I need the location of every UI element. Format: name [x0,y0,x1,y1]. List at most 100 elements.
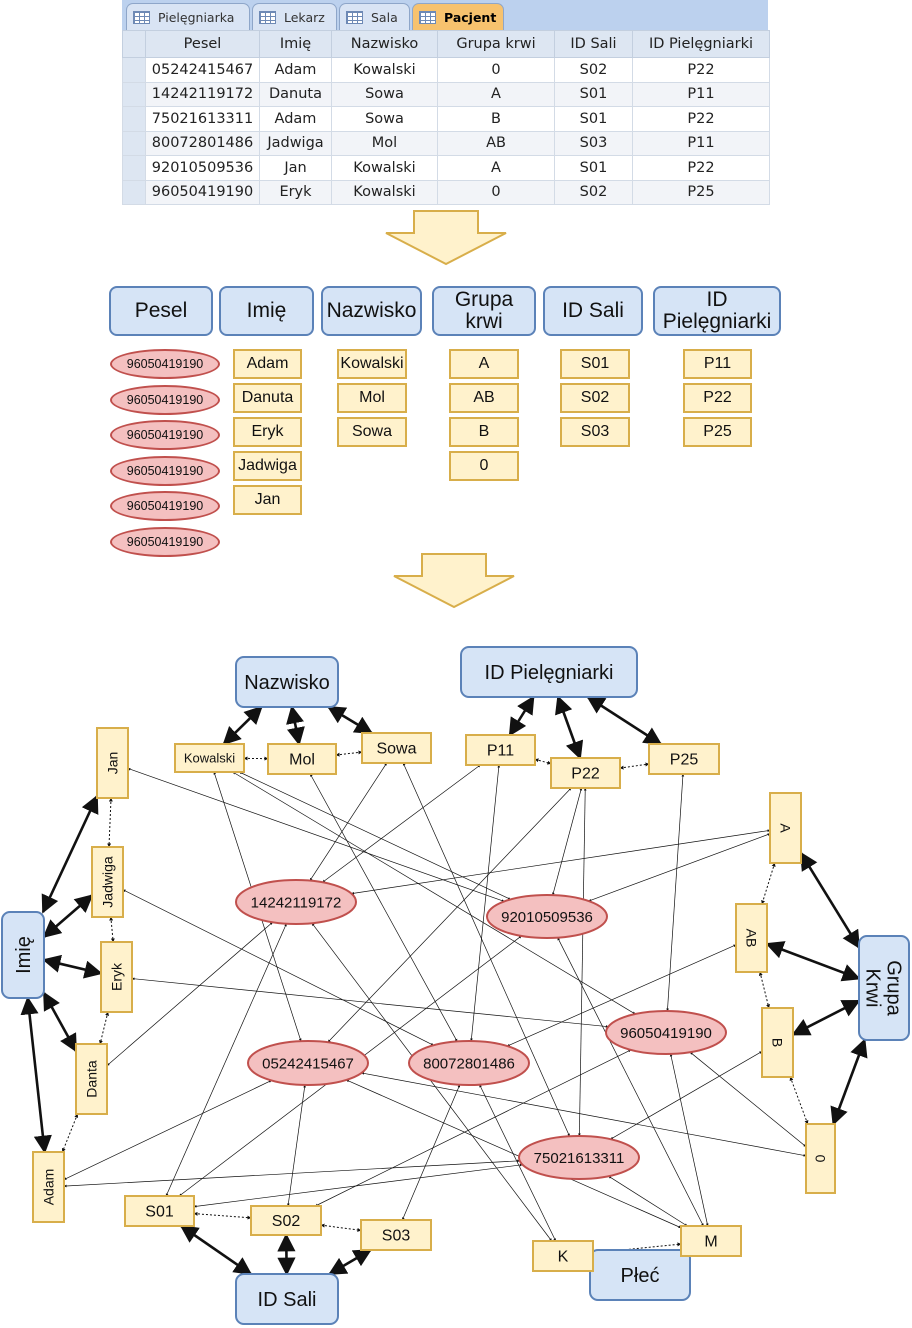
table-cell[interactable]: Sowa [331,106,438,132]
node-shape [605,1010,727,1055]
table-cell[interactable]: 0 [437,57,555,83]
node-shape [96,727,129,799]
category-node-grupa: GrupaKrwi [858,935,910,1041]
row-selector[interactable] [122,57,146,83]
table-cell[interactable]: P25 [632,179,770,205]
table-cell[interactable]: 96050419190 [145,179,260,205]
thin-edge-e6-s01 [193,1163,523,1208]
table-cell[interactable]: Mol [331,130,438,156]
table-cell[interactable]: Sowa [331,81,438,107]
column-imie-value: Eryk [233,417,302,447]
dashed-edge-p22-p25 [619,762,650,770]
node-shape [408,1040,530,1086]
table-cell[interactable]: Kowalski [331,179,438,205]
thick-edge-grupa-a [799,851,861,949]
column-imie-value: Danuta [233,383,302,413]
node-label: AB [744,929,760,948]
table-cell[interactable]: 05242415467 [145,57,260,83]
node-shape [250,1205,322,1236]
node-shape [32,1151,65,1223]
table-cell[interactable]: S01 [554,155,633,181]
thin-edge-e1-p11 [322,764,481,883]
node-label: Nazwisko [244,672,330,694]
column-piel-value: P22 [683,383,752,413]
table-cell[interactable]: Danuta [259,81,332,107]
value-node-adam: Adam [32,1151,65,1223]
table-cell[interactable]: 14242119172 [145,81,260,107]
column-header[interactable]: Imię [259,30,332,58]
table-cell[interactable]: Jan [259,155,332,181]
select-all-cell[interactable] [122,30,146,58]
thick-edge-piel-p25 [586,695,663,746]
tab-label: Sala [371,9,398,25]
value-node-kowalski: Kowalski [174,743,245,773]
node-label: Danta [83,1060,99,1098]
thick-edge-imie-adam [20,996,52,1154]
tab-label: Lekarz [284,9,325,25]
table-cell[interactable]: S03 [554,130,633,156]
column-sala-value: S01 [560,349,630,379]
table-cell[interactable]: S02 [554,57,633,83]
table-cell[interactable]: S01 [554,106,633,132]
table-cell[interactable]: P22 [632,57,770,83]
value-node-s02: S02 [250,1205,322,1236]
row-selector[interactable] [122,179,146,205]
node-shape [648,743,720,775]
tab-pielegniarka[interactable]: Pielęgniarka [126,3,250,30]
thin-edge-e6-sowa [402,762,570,1137]
column-header[interactable]: Nazwisko [331,30,438,58]
value-node-s01: S01 [124,1195,195,1227]
node-label: Płeć [621,1265,660,1287]
column-pesel-value: 96050419190 [110,420,220,450]
column-imie-value: Jan [233,485,302,515]
thin-edge-e4-s02 [286,1084,306,1207]
column-pesel-value: 96050419190 [110,384,220,415]
node-shape [858,935,910,1041]
dashed-edge-eryk-danta [98,1011,110,1045]
tab-lekarz[interactable]: Lekarz [252,3,337,30]
node-shape [361,732,432,764]
table-cell[interactable]: Adam [259,57,332,83]
pesel-node-e1: 14242119172 [235,879,357,925]
column-header[interactable]: Pesel [145,30,260,58]
table-cell[interactable]: 0 [437,179,555,205]
tab-label: Pielęgniarka [158,9,235,25]
table-icon [133,10,150,24]
table-cell[interactable]: P11 [632,130,770,156]
table-cell[interactable]: P11 [632,81,770,107]
table-cell[interactable]: P22 [632,155,770,181]
column-pesel-value: 96050419190 [110,349,220,379]
thick-edge-piel-p11 [508,695,535,737]
table-cell[interactable]: AB [437,130,555,156]
thin-edge-e6-m [608,1175,688,1227]
dashed-edge-danta-adam [61,1113,79,1153]
column-nazwisko-header: Nazwisko [321,286,422,336]
tab-sala[interactable]: Sala [339,3,410,30]
column-nazwisko-value: Mol [337,383,407,413]
table-cell[interactable]: S02 [554,179,633,205]
table-cell[interactable]: 92010509536 [145,155,260,181]
table-cell[interactable]: Jadwiga [259,130,332,156]
column-grupa-value: AB [449,383,519,413]
table-cell[interactable]: Kowalski [331,57,438,83]
table-icon [346,10,363,24]
table-cell[interactable]: S01 [554,81,633,107]
table-tab-bar: Pielęgniarka Lekarz Sala Pacjent [122,0,768,30]
column-header[interactable]: ID Sali [554,30,633,58]
category-node-nazwisko: Nazwisko [235,656,339,708]
node-shape [735,903,768,973]
thick-edge-grupa-ab [765,941,861,982]
column-sala-value: S03 [560,417,630,447]
node-label: Jadwiga [99,856,115,908]
row-selector[interactable] [122,81,146,107]
thick-edge-imie-danta [42,991,78,1053]
table-cell[interactable]: 80072801486 [145,130,260,156]
tab-pacjent[interactable]: Pacjent [412,3,504,30]
column-header[interactable]: ID Pielęgniarki [632,30,770,58]
